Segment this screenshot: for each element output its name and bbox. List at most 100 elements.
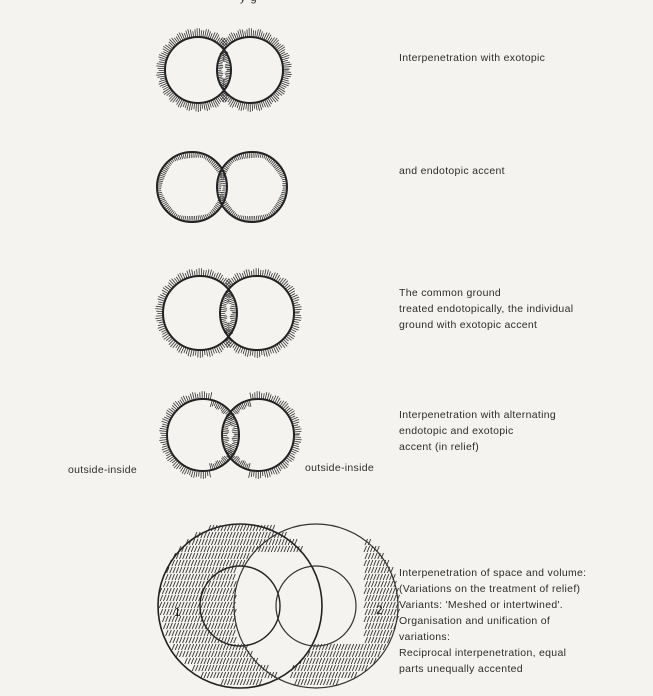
- hatch-mark: [290, 546, 293, 552]
- hatch-mark: [199, 637, 202, 643]
- hatch-mark: [272, 539, 275, 545]
- hatch-mark: [336, 665, 339, 671]
- hatch-mark: [283, 72, 291, 73]
- hatch-mark: [164, 89, 171, 94]
- hatch-mark: [368, 609, 371, 615]
- hatch-mark: [304, 679, 307, 685]
- hatch-mark: [188, 644, 191, 650]
- hatch-mark: [375, 595, 378, 601]
- hatch-mark: [170, 567, 173, 573]
- hatch-mark: [183, 567, 186, 573]
- hatch-mark: [237, 679, 240, 685]
- hatch-mark: [234, 637, 237, 643]
- hatch-mark: [243, 665, 246, 671]
- hatch-mark: [172, 588, 175, 594]
- hatch-mark: [253, 679, 256, 685]
- hatch-mark: [391, 595, 394, 601]
- hatch-mark: [167, 595, 170, 601]
- hatch-mark: [298, 665, 301, 671]
- hatch-mark: [380, 560, 383, 566]
- hatch-mark: [211, 665, 214, 671]
- hatch-mark: [393, 602, 396, 608]
- region-number-1: 1: [174, 605, 181, 619]
- hatch-mark: [239, 644, 242, 650]
- hatch-mark: [329, 672, 332, 678]
- hatch-mark: [265, 672, 268, 678]
- hatch-mark: [189, 102, 191, 111]
- hatch-mark: [192, 609, 195, 615]
- hatch-mark: [224, 609, 227, 615]
- hatch-mark: [224, 651, 227, 657]
- hatch-mark: [234, 457, 239, 462]
- hatch-mark: [316, 672, 319, 678]
- hatch-mark: [210, 616, 213, 622]
- hatch-mark: [156, 74, 165, 75]
- hatch-mark: [229, 34, 233, 42]
- hatch-mark: [294, 439, 302, 440]
- hatch-mark: [220, 317, 227, 318]
- hatch-mark: [211, 463, 213, 469]
- hatch-mark: [223, 644, 226, 650]
- hatch-mark: [202, 637, 205, 643]
- hatch-mark: [244, 271, 246, 278]
- hatch-mark: [211, 581, 214, 587]
- hatch-mark: [205, 29, 207, 38]
- caption-line: parts unequally accented: [399, 661, 649, 677]
- hatch-mark: [387, 623, 390, 629]
- hatch-mark: [161, 442, 168, 443]
- hatch-mark: [231, 525, 234, 531]
- hatch-mark: [266, 470, 268, 478]
- hatch-mark: [208, 567, 211, 573]
- hatch-mark: [186, 581, 189, 587]
- hatch-mark: [256, 665, 259, 671]
- hatch-mark: [246, 658, 249, 664]
- hatch-mark: [377, 560, 380, 566]
- hatch-mark: [252, 672, 255, 678]
- hatch-mark: [207, 269, 209, 277]
- hatch-mark: [160, 609, 163, 615]
- hatch-mark: [188, 349, 190, 357]
- hatch-mark: [230, 99, 234, 107]
- hatch-mark: [192, 623, 195, 629]
- hatch-mark: [186, 651, 189, 657]
- hatch-mark: [368, 553, 371, 559]
- hatch-mark: [319, 644, 322, 650]
- hatch-mark: [194, 644, 197, 650]
- hatch-mark: [230, 588, 233, 594]
- hatch-mark: [226, 546, 229, 552]
- hatch-mark: [282, 62, 290, 64]
- hatch-mark: [290, 672, 293, 678]
- hatch-mark: [304, 665, 307, 671]
- hatch-mark: [323, 651, 326, 657]
- hatch-mark: [253, 665, 256, 671]
- hatch-mark: [182, 560, 185, 566]
- hatch-mark: [221, 539, 224, 545]
- hatch-mark: [204, 546, 207, 552]
- hatch-mark: [223, 602, 226, 608]
- label-left-outside-inside: outside-inside: [68, 464, 137, 476]
- hatch-mark: [339, 665, 342, 671]
- hatch-mark: [279, 539, 282, 545]
- hatch-mark: [367, 644, 370, 650]
- hatch-mark: [267, 349, 269, 356]
- hatch-mark: [237, 651, 240, 657]
- hatch-mark: [186, 609, 189, 615]
- hatch-mark: [346, 651, 349, 657]
- hatch-mark: [370, 630, 373, 636]
- hatch-mark: [365, 609, 368, 615]
- hatch-mark: [194, 602, 197, 608]
- hatch-mark: [198, 574, 201, 580]
- hatch-mark: [191, 616, 194, 622]
- hatch-mark: [175, 588, 178, 594]
- hatch-mark: [375, 581, 378, 587]
- hatch-mark: [253, 539, 256, 545]
- hatch-mark: [387, 609, 390, 615]
- hatch-mark: [202, 567, 205, 573]
- hatch-mark: [294, 307, 302, 308]
- hatch-mark: [230, 672, 233, 678]
- hatch-mark: [273, 93, 279, 99]
- hatch-mark: [220, 658, 223, 664]
- hatch-mark: [211, 651, 214, 657]
- hatch-mark: [201, 30, 202, 37]
- hatch-marks: [156, 28, 291, 112]
